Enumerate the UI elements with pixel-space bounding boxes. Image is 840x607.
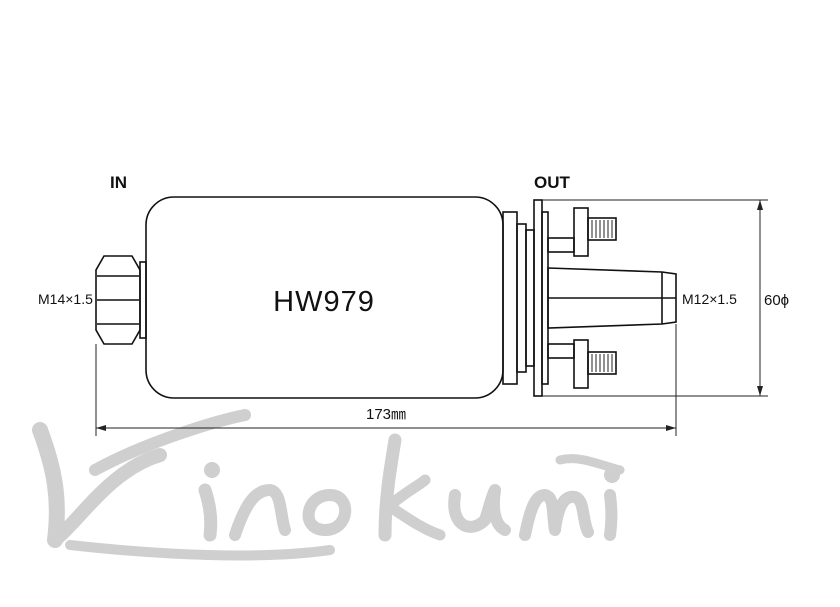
length-dimension xyxy=(95,324,677,436)
watermark-logo xyxy=(32,409,625,561)
inlet-hex-fitting xyxy=(95,255,147,345)
outlet-thread-label: M12×1.5 xyxy=(682,291,737,307)
inlet-label: IN xyxy=(110,173,127,192)
outlet-end-assembly xyxy=(502,199,677,397)
inlet-thread-label: M14×1.5 xyxy=(38,291,93,307)
diameter-dimension xyxy=(542,199,768,397)
outlet-label: OUT xyxy=(534,173,571,192)
length-dimension-label: 173㎜ xyxy=(366,406,406,423)
model-label: HW979 xyxy=(273,286,375,318)
diameter-dimension-label: 60ϕ xyxy=(764,292,789,309)
